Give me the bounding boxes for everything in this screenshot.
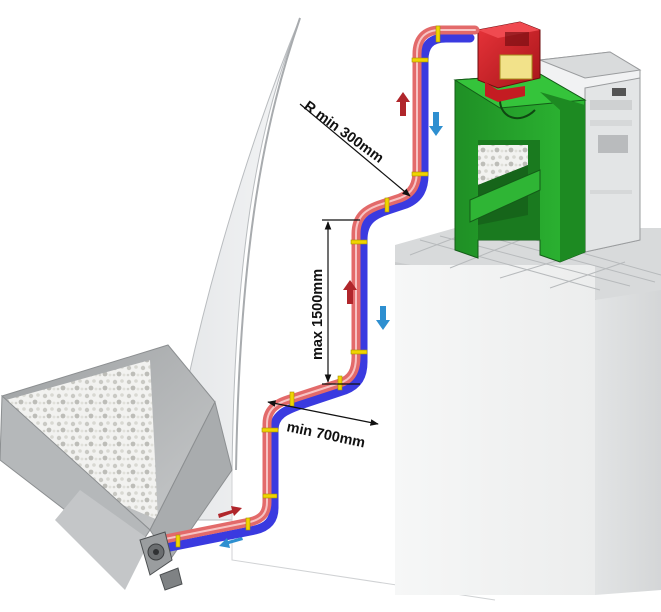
dimension-lines [267, 103, 411, 426]
green-storage-frame [453, 73, 587, 263]
wall-edge-line [235, 17, 301, 471]
auger-motor-icon [139, 531, 183, 591]
tube-clamp [350, 239, 368, 245]
tube-clamp [245, 517, 251, 531]
tube-clamp [411, 57, 429, 63]
tube-clamp [289, 391, 295, 407]
height-label: max 1500mm [310, 269, 326, 360]
flow-arrow-up [343, 280, 357, 304]
tube-clamp [435, 25, 441, 43]
flow-arrow-left [219, 537, 243, 548]
tube-clamp [411, 171, 429, 177]
flow-arrow-down [376, 306, 390, 330]
vacuum-cyclone-unit [477, 21, 541, 102]
pellet-storage-hopper [0, 344, 233, 590]
flow-arrow-up [396, 92, 410, 116]
radius-leader-line [299, 103, 411, 197]
tube-clamp [337, 375, 343, 391]
tube-clamp [261, 427, 279, 433]
width-dimension-line [267, 400, 379, 426]
boiler-platform-block [395, 228, 661, 595]
tube-clamp [175, 534, 181, 548]
width-label: min 700mm [285, 419, 366, 451]
flow-arrows [218, 92, 443, 548]
tube-clamps [175, 25, 441, 548]
tube-clamp [350, 349, 368, 355]
tube-clamp [384, 197, 390, 213]
flow-arrow-down [429, 112, 443, 136]
tube-clamp [262, 493, 278, 499]
flow-arrow-right [218, 506, 242, 518]
